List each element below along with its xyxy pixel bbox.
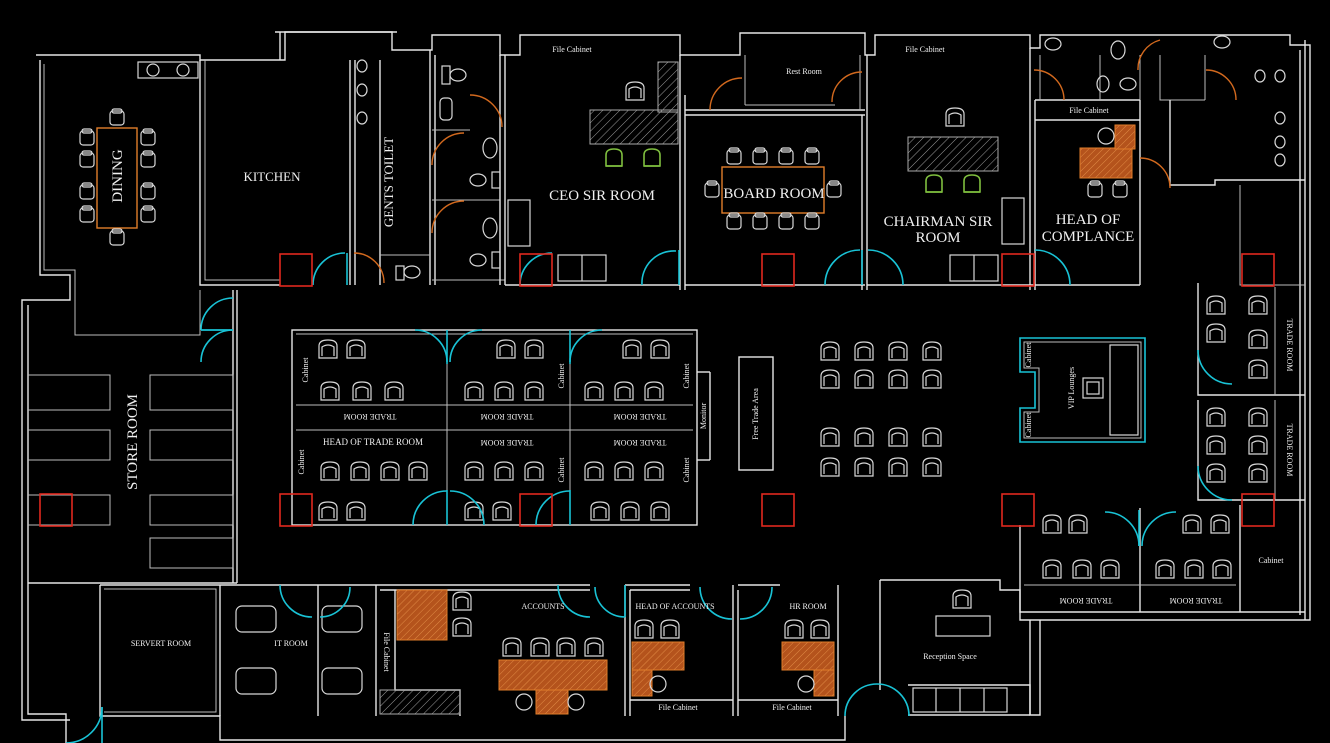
label-server-room: SERVERT ROOM: [131, 639, 191, 648]
label-file-cabinet-ceo: File Cabinet: [552, 45, 592, 54]
label-cabinet-t6: Cabinet: [682, 457, 691, 483]
label-store-room: STORE ROOM: [125, 394, 141, 490]
label-head-of-accounts: HEAD OF ACCOUNTS: [635, 602, 714, 611]
label-cabinet-t5: Cabinet: [557, 457, 566, 483]
label-gents-toilet: GENTS TOILET: [381, 137, 396, 227]
label-head-of-trade: HEAD OF TRADE ROOM: [323, 437, 423, 447]
label-trade-room-1: TRADE ROOM: [344, 412, 397, 421]
label-cabinet-r: Cabinet: [1259, 556, 1285, 565]
vip-lounge: [1019, 337, 1146, 443]
label-trade-room-r1: TRADE ROOM: [1285, 319, 1294, 372]
label-file-cabinet-chairman: File Cabinet: [905, 45, 945, 54]
label-cabinet-t2: Cabinet: [557, 363, 566, 389]
label-cabinet-t1: Cabinet: [301, 357, 310, 383]
bottom-rooms: [100, 580, 1031, 716]
label-free-trade-area: Free Trade Area: [751, 388, 760, 440]
dining-table: [79, 108, 156, 246]
board-table: [704, 147, 842, 230]
label-trade-room-3: TRADE ROOM: [614, 412, 667, 421]
label-file-cabinet-compliance: File Cabinet: [1069, 106, 1109, 115]
label-vip-lounges: VIP Lounges: [1067, 367, 1076, 409]
label-chairman-room-1: CHAIRMAN SIR: [884, 214, 993, 230]
room-labels: DINING KITCHEN GENTS TOILET CEO SIR ROOM…: [110, 45, 1294, 712]
label-cabinet-t3: Cabinet: [682, 363, 691, 389]
toilets: [356, 35, 1286, 281]
label-rest-room: Rest Room: [786, 67, 823, 76]
label-compliance-1: HEAD OF: [1056, 212, 1121, 228]
label-accounts: ACCOUNTS: [521, 602, 564, 611]
chairman-furniture: [907, 107, 1025, 282]
label-hr-room: HR ROOM: [789, 602, 826, 611]
top-room-walls: [137, 48, 1305, 290]
store-room: [28, 290, 238, 584]
label-compliance-2: COMPLANCE: [1042, 229, 1135, 245]
label-file-cabinet-it: File Cabinet: [382, 632, 391, 672]
label-trade-room-r2: TRADE ROOM: [1285, 424, 1294, 477]
label-reception-space: Reception Space: [923, 652, 977, 661]
ceo-furniture: [507, 61, 679, 282]
label-board-room: BOARD ROOM: [723, 186, 824, 202]
label-chairman-room-2: ROOM: [915, 230, 960, 246]
outer-walls: [21, 31, 1311, 743]
label-dining: DINING: [110, 149, 126, 202]
label-cabinet-t4: Cabinet: [297, 449, 306, 475]
label-monitor: Monitor: [699, 403, 708, 430]
label-file-cabinet-hr: File Cabinet: [772, 703, 812, 712]
label-trade-room-r3: TRADE ROOM: [1060, 596, 1113, 605]
label-kitchen: KITCHEN: [243, 169, 301, 184]
label-trade-room-5: TRADE ROOM: [614, 438, 667, 447]
trade-cluster: [291, 329, 711, 526]
label-trade-room-2: TRADE ROOM: [481, 412, 534, 421]
label-cabinet-vip2: Cabinet: [1024, 412, 1033, 438]
compliance-furniture: [1079, 124, 1136, 198]
label-ceo-room: CEO SIR ROOM: [549, 188, 655, 204]
label-it-room: IT ROOM: [274, 639, 307, 648]
label-file-cabinet-hoa: File Cabinet: [658, 703, 698, 712]
right-trade-rooms: [1019, 283, 1305, 613]
label-cabinet-vip1: Cabinet: [1024, 342, 1033, 368]
label-trade-room-r4: TRADE ROOM: [1170, 596, 1223, 605]
label-trade-room-4: TRADE ROOM: [481, 438, 534, 447]
free-trade-area: [738, 341, 942, 477]
columns: [39, 253, 1275, 527]
doors: [65, 39, 1237, 743]
